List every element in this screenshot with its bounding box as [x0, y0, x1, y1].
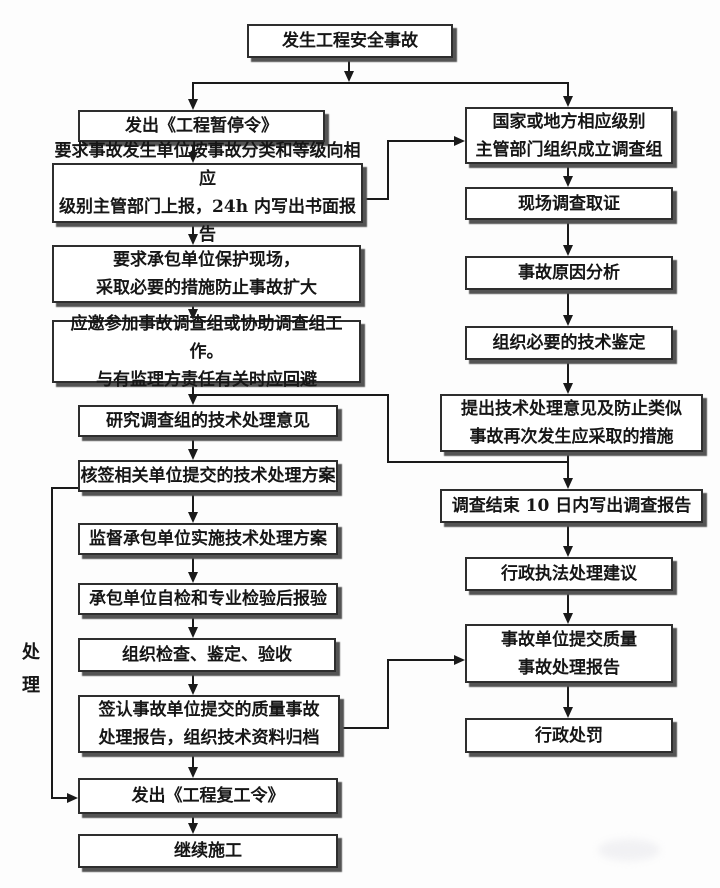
- arrowhead-right-icon: [454, 655, 465, 665]
- flow-node-submit-report: 事故单位提交质量 事故处理报告: [465, 624, 673, 683]
- flow-node-organize-acceptance: 组织检查、鉴定、验收: [78, 638, 336, 672]
- edge-segment: [387, 659, 455, 661]
- arrowhead-down-icon: [188, 234, 198, 245]
- flow-node-continue-construction: 继续施工: [78, 834, 338, 868]
- watermark-smudge: [598, 839, 660, 861]
- edge-segment: [192, 303, 194, 310]
- arrowhead-down-icon: [188, 394, 198, 405]
- arrowhead-down-icon: [344, 71, 354, 82]
- edge-segment: [192, 223, 194, 235]
- flow-node-self-inspection: 承包单位自检和专业检验后报验: [78, 583, 338, 615]
- edge-segment: [567, 360, 569, 384]
- arrowhead-down-icon: [563, 613, 573, 624]
- edge-segment: [567, 290, 569, 316]
- arrowhead-down-icon: [188, 512, 198, 523]
- edge-segment: [387, 659, 389, 729]
- edge-segment: [192, 753, 194, 768]
- edge-segment: [192, 615, 194, 628]
- arrowhead-down-icon: [188, 684, 198, 695]
- edge-segment: [192, 142, 194, 153]
- edge-segment: [192, 82, 569, 84]
- arrowhead-down-icon: [188, 823, 198, 834]
- side-label-handling: 处理: [22, 642, 40, 696]
- edge-segment: [567, 164, 569, 177]
- edge-segment: [192, 492, 194, 513]
- flow-node-issue-resume: 发出《工程复工令》: [78, 778, 338, 814]
- flow-node-org-team: 国家或地方相应级别 主管部门组织成立调查组: [465, 107, 673, 164]
- arrowhead-down-icon: [563, 546, 573, 557]
- arrowhead-down-icon: [563, 707, 573, 718]
- flow-node-report-24h: 要求事故发生单位按事故分类和等级向相应 级别主管部门上报，24h 内写出书面报告: [52, 141, 363, 245]
- flow-node-law-suggestion: 行政执法处理建议: [465, 557, 673, 591]
- flow-node-cause-analysis: 事故原因分析: [465, 256, 673, 290]
- edge-segment: [567, 591, 569, 614]
- arrowhead-down-icon: [563, 383, 573, 394]
- flow-node-start: 发生工程安全事故: [247, 24, 453, 58]
- arrowhead-right-icon: [67, 793, 78, 803]
- edge-segment: [387, 140, 455, 142]
- edge-segment: [567, 683, 569, 708]
- edge-segment: [387, 394, 389, 463]
- flow-node-admin-penalty: 行政处罚: [465, 718, 673, 753]
- flow-node-tech-appraisal: 组织必要的技术鉴定: [465, 326, 673, 360]
- edge-segment: [387, 461, 569, 463]
- flow-node-site-evidence: 现场调查取证: [465, 187, 673, 220]
- edge-segment: [567, 220, 569, 246]
- edge-segment: [567, 452, 569, 479]
- flow-node-study-opinion: 研究调查组的技术处理意见: [78, 405, 338, 437]
- flow-node-propose-measures: 提出技术处理意见及防止类似 事故再次发生应采取的措施: [440, 394, 703, 452]
- edge-segment: [387, 141, 389, 200]
- edge-segment: [340, 727, 389, 729]
- arrowhead-down-icon: [188, 99, 198, 110]
- flow-node-sign-archive: 签认事故单位提交的质量事故 处理报告，组织技术资料归档: [78, 695, 340, 753]
- arrowhead-down-icon: [563, 176, 573, 187]
- flow-node-countersign-plan: 核签相关单位提交的技术处理方案: [78, 460, 338, 492]
- arrowhead-down-icon: [563, 315, 573, 326]
- edge-segment: [363, 198, 389, 200]
- edge-segment: [192, 394, 389, 396]
- edge-segment: [567, 83, 569, 97]
- arrowhead-down-icon: [188, 572, 198, 583]
- edge-segment: [348, 58, 350, 72]
- arrowhead-down-icon: [188, 152, 198, 163]
- edge-segment: [192, 672, 194, 685]
- flow-node-supervise-plan: 监督承包单位实施技术处理方案: [78, 523, 338, 555]
- arrowhead-down-icon: [188, 627, 198, 638]
- edge-segment: [52, 487, 79, 489]
- edge-segment: [192, 814, 194, 824]
- arrowhead-down-icon: [188, 767, 198, 778]
- arrowhead-down-icon: [188, 309, 198, 320]
- arrowhead-down-icon: [188, 449, 198, 460]
- flow-node-issue-suspension: 发出《工程暂停令》: [78, 110, 325, 142]
- arrowhead-right-icon: [454, 136, 465, 146]
- arrowhead-down-icon: [563, 478, 573, 489]
- flow-node-report-10d: 调查结束 10 日内写出调查报告: [440, 489, 703, 523]
- edge-segment: [192, 555, 194, 573]
- edge-segment: [192, 83, 194, 100]
- edge-segment: [567, 523, 569, 547]
- edge-segment: [192, 437, 194, 450]
- edge-segment: [51, 797, 68, 799]
- edge-segment: [51, 487, 53, 799]
- arrowhead-down-icon: [563, 245, 573, 256]
- flow-node-protect-site: 要求承包单位保护现场， 采取必要的措施防止事故扩大: [52, 245, 361, 303]
- arrowhead-down-icon: [563, 96, 573, 107]
- edge-segment: [192, 383, 194, 395]
- flow-node-join-investigation: 应邀参加事故调查组或协助调查组工作。 与有监理方责任有关时应回避: [52, 314, 361, 390]
